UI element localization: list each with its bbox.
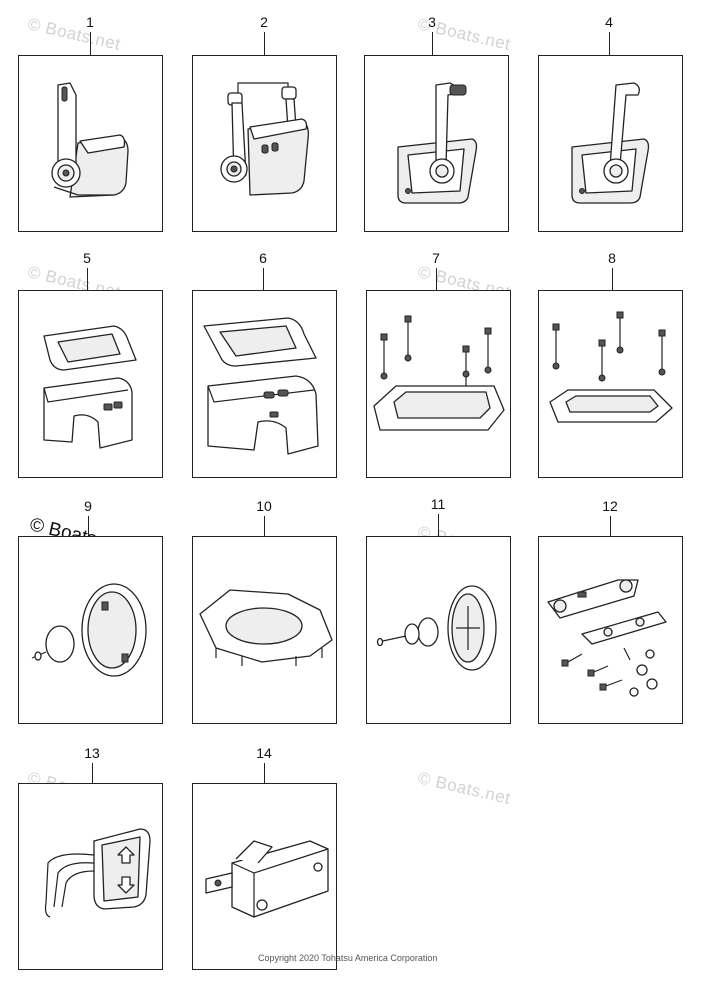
part-number-11: 11 [430,496,446,512]
part-number-4: 4 [605,14,613,30]
flush-mount-single-lever-icon [397,82,478,204]
mounting-base-bolt-kit-icon [373,315,505,431]
part-3[interactable] [364,55,509,232]
part-number-3: 3 [428,14,436,30]
leader-line [438,514,439,536]
leader-line [92,763,93,783]
leader-line [432,32,433,55]
leader-line [88,516,89,536]
part-number-9: 9 [84,498,92,514]
trim-switch-icon [44,828,151,918]
leader-line [612,268,613,290]
leader-line [263,268,264,290]
part-7[interactable] [366,290,511,478]
leader-line [610,516,611,536]
leader-line [90,32,91,55]
part-number-5: 5 [83,250,91,266]
dual-control-cover-kit-icon [203,317,319,455]
copyright-notice: Copyright 2020 Tohatsu America Corporati… [258,953,438,963]
leader-line [436,268,437,290]
part-6[interactable] [192,290,337,478]
part-number-7: 7 [432,250,440,266]
part-11[interactable] [366,536,511,724]
watermark: © Boats.net [415,768,513,809]
part-number-13: 13 [84,745,100,761]
leader-line [264,763,265,783]
dual-lever-remote-control-icon [220,82,310,196]
part-10[interactable] [192,536,337,724]
ring-and-knob-icon [31,583,147,677]
part-number-1: 1 [86,14,94,30]
part-number-6: 6 [259,250,267,266]
part-number-14: 14 [256,745,272,761]
single-control-cover-kit-icon [43,325,137,449]
part-8[interactable] [538,290,683,478]
part-14[interactable] [192,783,337,970]
part-number-10: 10 [256,498,272,514]
micro-switch-icon [205,840,329,918]
part-13[interactable] [18,783,163,970]
part-number-8: 8 [608,250,616,266]
part-number-2: 2 [260,14,268,30]
flush-mount-lever-icon [571,82,650,204]
leader-line [264,516,265,536]
leader-line [87,268,88,290]
part-2[interactable] [192,55,337,232]
part-number-12: 12 [602,498,618,514]
part-12[interactable] [538,536,683,724]
leader-line [264,32,265,55]
part-1[interactable] [18,55,163,232]
part-5[interactable] [18,290,163,478]
part-9[interactable] [18,536,163,724]
mounting-frame-bolt-kit-icon [549,311,673,423]
part-4[interactable] [538,55,683,232]
gasket-plate-icon [199,589,333,666]
hub-and-shaft-icon [376,585,497,671]
bracket-hardware-kit-icon [547,579,667,697]
single-lever-remote-control-icon [51,82,129,198]
leader-line [609,32,610,55]
